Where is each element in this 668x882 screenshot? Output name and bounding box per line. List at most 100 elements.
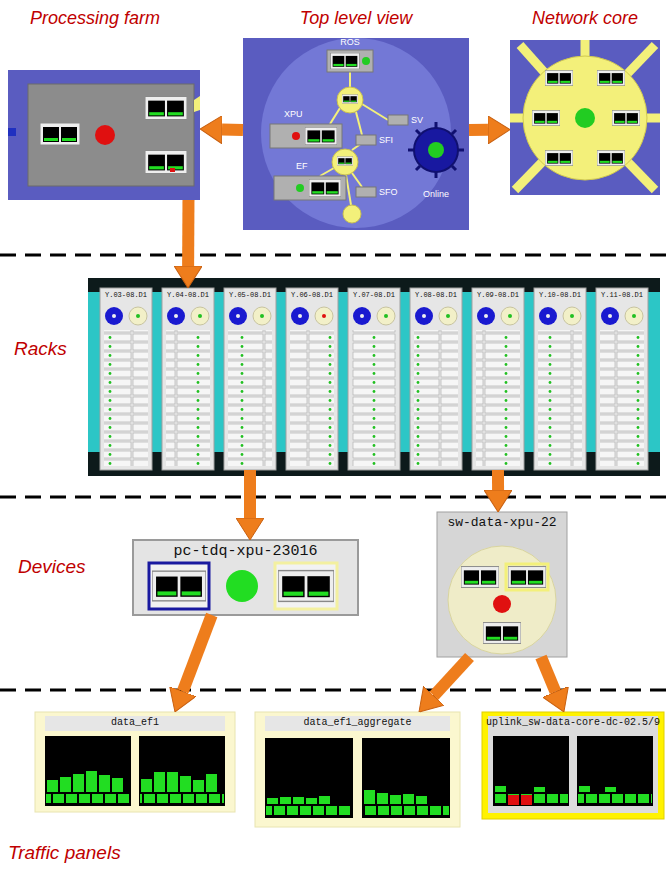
- rack-drawing: [410, 288, 462, 470]
- rack-drawing: [136, 314, 140, 318]
- separator: [0, 255, 668, 690]
- node-label: Y.10-08.D1: [539, 291, 581, 299]
- separator: [0, 254, 668, 257]
- rack-drawing: [100, 288, 152, 470]
- switch-device: [461, 567, 499, 588]
- rack-drawing: [596, 288, 648, 470]
- processing-farm-view: [8, 70, 200, 200]
- processing-farm-view: [194, 96, 200, 112]
- traffic-panel: [521, 795, 532, 805]
- network-core-view: [545, 150, 573, 165]
- traffic-panel: [154, 772, 165, 792]
- top-level-view: [356, 187, 376, 197]
- rack-drawing: [608, 314, 612, 318]
- host-device: [275, 563, 337, 609]
- top-level-view: [346, 175, 351, 205]
- traffic-panel: [534, 787, 545, 792]
- host-device: [149, 563, 209, 609]
- component-box: SFO: [354, 184, 402, 200]
- rack-drawing: [625, 307, 643, 325]
- rack-drawing: [534, 288, 586, 470]
- traffic-panel: [493, 736, 569, 806]
- drill-down-arrow: [183, 615, 212, 691]
- host-device: [152, 571, 206, 601]
- rack-drawing: [167, 307, 185, 325]
- top-level-view: [243, 38, 469, 230]
- rack-drawing: [224, 288, 276, 470]
- view-panel: Processing farm: [8, 8, 200, 200]
- view-heading: Processing farm: [30, 8, 160, 29]
- top-level-view: [320, 168, 334, 176]
- rack-drawing: [236, 314, 240, 318]
- drill-down-arrow: [541, 657, 555, 692]
- traffic-panel: [206, 774, 217, 792]
- processing-farm-view: [28, 84, 194, 186]
- node-label: data_ef1_aggregate: [303, 717, 411, 729]
- component-box: SV: [386, 112, 428, 128]
- top-level-view: [356, 135, 376, 145]
- node-label: sw-data-xpu-22: [447, 516, 556, 531]
- top-level-view: [362, 104, 388, 120]
- network-core-view: [523, 56, 647, 180]
- traffic-panel: [255, 712, 460, 827]
- rack-drawing: [191, 307, 209, 325]
- network-core-view: [532, 110, 560, 125]
- switch-device: [437, 512, 567, 657]
- traffic-panel: [390, 795, 401, 804]
- node-label: Y.09-08.D1: [477, 291, 519, 299]
- drill-down-arrow: [182, 200, 194, 266]
- component-box: Online: [408, 120, 464, 200]
- switch-device: sw-data-xpu-22: [437, 512, 567, 657]
- traffic-panel: [495, 786, 616, 792]
- top-level-view: [332, 149, 358, 175]
- network-core-view: [510, 40, 660, 195]
- rack: Y.05-08.D1: [224, 288, 276, 470]
- online-globe: [435, 122, 438, 128]
- rack-drawing: [439, 307, 457, 325]
- switch-device: [448, 546, 556, 654]
- traffic-panel: [508, 795, 519, 805]
- traffic-panel: [403, 794, 414, 804]
- rack-drawing: [290, 330, 334, 466]
- rack-drawing: [570, 314, 574, 318]
- rack-drawing: [600, 330, 644, 466]
- network-core-view: [575, 108, 595, 128]
- rack: Y.08-08.D1: [410, 288, 462, 470]
- rack-drawing: [632, 314, 636, 318]
- rack-drawing: [166, 330, 210, 466]
- traffic-panel: [46, 794, 130, 805]
- processing-farm-view: [40, 123, 80, 145]
- node-label: Y.06-08.D1: [291, 291, 333, 299]
- traffic-panel: [139, 736, 225, 806]
- drill-down-arrow: [244, 470, 256, 518]
- view-heading: Network core: [532, 8, 638, 29]
- rack: Y.04-08.D1: [162, 288, 214, 470]
- top-level-view: [352, 173, 362, 187]
- rack-drawing: [484, 314, 488, 318]
- component-box: XPU: [270, 108, 342, 154]
- drill-down-arrow: [492, 470, 504, 490]
- traffic-panel: [141, 779, 152, 792]
- traffic-panel: [86, 771, 97, 792]
- traffic-panel: [363, 806, 449, 817]
- rack-drawing: [472, 288, 524, 470]
- rack-drawing: [422, 314, 426, 318]
- traffic-panel: [265, 716, 450, 731]
- traffic-panel: [180, 776, 191, 792]
- rack-drawing: [162, 288, 214, 470]
- network-core-view: [597, 150, 625, 165]
- online-globe: [452, 166, 456, 170]
- top-level-view: [305, 127, 337, 145]
- view-panel: ROSXPUEFSVSFISFOOnlineTop level view: [243, 8, 469, 230]
- host-device: [133, 540, 358, 615]
- node-label: Y.07-08.D1: [353, 291, 395, 299]
- traffic-panel: [319, 796, 330, 804]
- online-globe: [416, 166, 420, 170]
- switch-device: [437, 512, 567, 657]
- traffic-panel: [60, 777, 71, 792]
- traffic-panel: [167, 772, 178, 792]
- top-level-view: [362, 57, 370, 65]
- node-label: Y.11-08.D1: [601, 291, 643, 299]
- rack: Y.09-08.D1: [472, 288, 524, 470]
